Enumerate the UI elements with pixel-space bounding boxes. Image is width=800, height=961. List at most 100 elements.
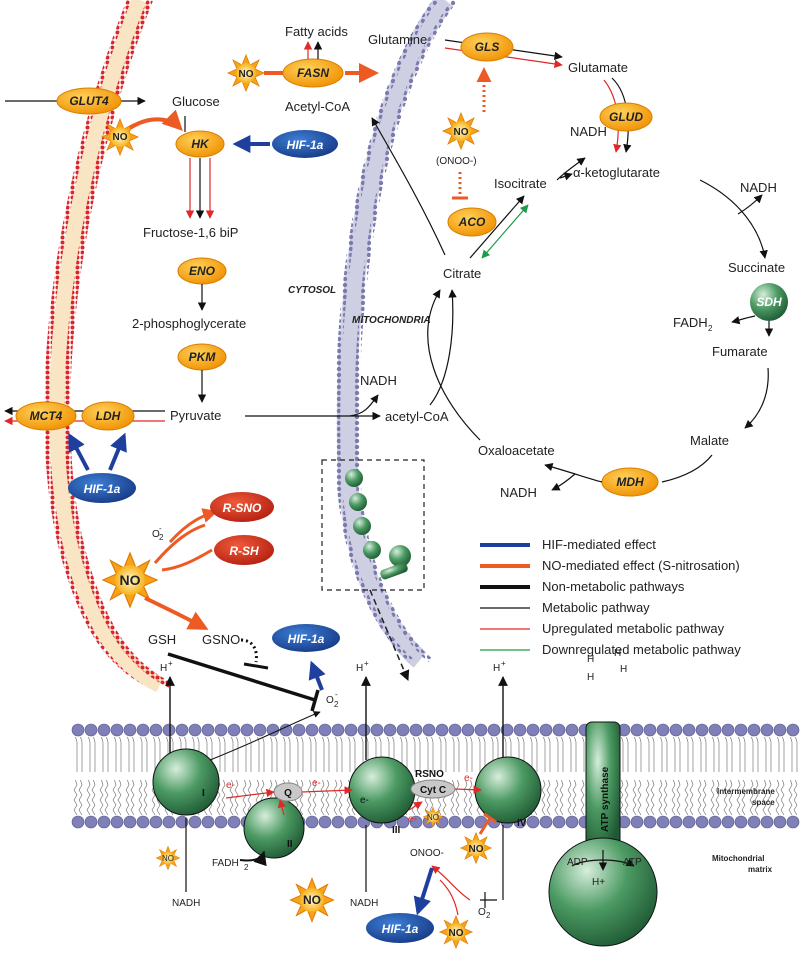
lipid-tail	[660, 736, 663, 772]
glud-label: GLUD	[609, 110, 643, 124]
sdh-node[interactable]	[750, 283, 788, 321]
isocitrate-label: Isocitrate	[494, 176, 547, 191]
lipid-head	[136, 723, 150, 737]
lipid-tail	[725, 736, 728, 772]
complex-2[interactable]	[243, 797, 305, 859]
glud-node[interactable]	[599, 102, 653, 132]
rsno-membrane-label: RSNO	[415, 769, 444, 780]
gls-node[interactable]	[460, 32, 514, 62]
lipid-tail	[101, 736, 104, 772]
glut4-node[interactable]	[56, 87, 122, 115]
ldh-label: LDH	[96, 409, 121, 423]
hk-node[interactable]	[175, 130, 225, 158]
no-label-fasn: NO	[239, 69, 254, 80]
nadh-pdh-label: NADH	[360, 373, 397, 388]
electron-label-3: e-	[408, 814, 417, 825]
lipid-head	[461, 723, 475, 737]
hif-ldh-effect	[108, 432, 127, 471]
hif-node-center[interactable]	[272, 624, 340, 652]
lipid-head	[695, 723, 709, 737]
hif-node-matrix[interactable]	[366, 913, 434, 943]
lipid-head	[188, 723, 202, 737]
fadh2-sdh-arrow	[731, 315, 756, 325]
zoom-complex-4	[363, 541, 381, 559]
electron-cytc-4	[454, 785, 482, 794]
no-label-central: NO	[120, 572, 141, 588]
lipid-head	[331, 723, 345, 737]
electron-2-q	[277, 799, 287, 816]
lipid-tail	[309, 736, 312, 772]
lipid-head	[84, 723, 98, 737]
oxaloacetate-label: Oxaloacetate	[478, 443, 555, 458]
lipid-head	[773, 723, 787, 737]
lipid-head	[331, 815, 345, 829]
h-cluster-4: H	[620, 664, 627, 675]
h-label-3: H	[356, 663, 363, 674]
lipid-head	[188, 815, 202, 829]
lipid-head	[123, 723, 137, 737]
lipid-tail	[639, 736, 642, 772]
fadh2-sdh-sub: 2	[708, 324, 713, 333]
lipid-head	[123, 815, 137, 829]
lipid-tail	[78, 779, 83, 816]
onoo-paren-label: (ONOO-)	[436, 156, 477, 167]
rsh-node[interactable]	[214, 535, 274, 565]
lipid-head	[669, 815, 683, 829]
lipid-tail	[621, 736, 624, 772]
lipid-head	[97, 815, 111, 829]
mct4-node[interactable]	[15, 401, 77, 431]
lipid-tail	[738, 736, 741, 772]
lipid-head	[656, 815, 670, 829]
zoom-atp-synthase	[389, 545, 411, 567]
lipid-tail	[333, 779, 338, 816]
no-label-matrix-1: NO	[162, 854, 174, 863]
lipid-head	[669, 723, 683, 737]
nadh-idh-label: NADH	[570, 124, 607, 139]
lipid-tail	[769, 736, 772, 772]
lipid-tail	[431, 736, 434, 772]
hif-node-ldh[interactable]	[68, 473, 136, 503]
lipid-tail	[236, 736, 239, 772]
lipid-head	[734, 815, 748, 829]
o2-hif-effect	[308, 660, 326, 691]
lipid-tail	[788, 779, 793, 816]
pkm-label: PKM	[189, 350, 217, 364]
intermembrane-label: Intermembrane	[717, 787, 775, 796]
lipid-tail	[543, 736, 546, 772]
rsno-node[interactable]	[210, 492, 274, 522]
lipid-tail	[782, 736, 785, 772]
fasn-node[interactable]	[282, 58, 344, 88]
lipid-tail	[221, 779, 226, 816]
lipid-head	[409, 815, 423, 829]
lipid-head	[214, 723, 228, 737]
hif-node-hk[interactable]	[272, 130, 338, 158]
lipid-tail	[780, 779, 785, 816]
superoxide-label: O	[326, 695, 334, 706]
rsh-path	[161, 548, 213, 572]
complex-3[interactable]	[348, 756, 416, 824]
lipid-tail	[104, 779, 109, 816]
mdh-label: MDH	[616, 475, 644, 489]
lipid-tail	[762, 779, 767, 816]
lipid-head	[630, 815, 644, 829]
mito-membrane-core	[336, 0, 454, 668]
no-complex4-bar	[483, 812, 497, 824]
lipid-tail	[73, 779, 78, 816]
lipid-tail	[723, 779, 728, 816]
fadh2-complex2-arrow	[239, 850, 267, 867]
adp-label: ADP	[567, 857, 588, 868]
glut4-label: GLUT4	[69, 94, 109, 108]
lipid-tail	[275, 736, 278, 772]
lipid-tail	[439, 736, 442, 772]
complex-1[interactable]	[152, 748, 220, 816]
lipid-tail	[262, 736, 265, 772]
h-matrix-label: H+	[592, 877, 605, 888]
lipid-tail	[684, 779, 689, 816]
alpha-kg-label: α-ketoglutarate	[573, 165, 660, 180]
ldh-node[interactable]	[81, 401, 135, 431]
lipid-head	[682, 723, 696, 737]
electron-label-1: e-	[226, 780, 235, 791]
glutamine-label: Glutamine	[368, 32, 427, 47]
lipid-tail	[455, 779, 460, 816]
lipid-tail	[658, 779, 663, 816]
